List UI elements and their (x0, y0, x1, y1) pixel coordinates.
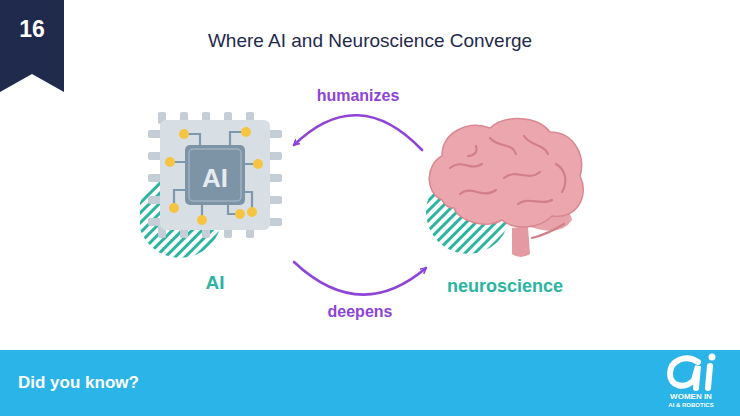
title: Where AI and Neuroscience Converge (0, 30, 740, 52)
logo-dot (709, 354, 716, 361)
logo-text: AI & ROBOTICS (646, 402, 736, 408)
edge-label: humanizes (315, 87, 402, 105)
logo-text: WOMEN IN (646, 392, 736, 401)
edge-label: deepens (326, 303, 395, 321)
logo-glyph (670, 358, 710, 388)
node-label: AI (206, 272, 225, 294)
number-badge (0, 0, 64, 92)
callout-number: 16 (0, 16, 64, 43)
brain: neuroscience (420, 108, 590, 308)
ai-chip: AI AI (140, 112, 290, 302)
footer-text: Did you know? (18, 373, 139, 393)
footer-bar (0, 350, 740, 416)
chip-text: AI (202, 163, 228, 194)
curved-arrow (294, 115, 422, 150)
node-label: neuroscience (447, 276, 563, 297)
curved-arrow (294, 262, 426, 295)
